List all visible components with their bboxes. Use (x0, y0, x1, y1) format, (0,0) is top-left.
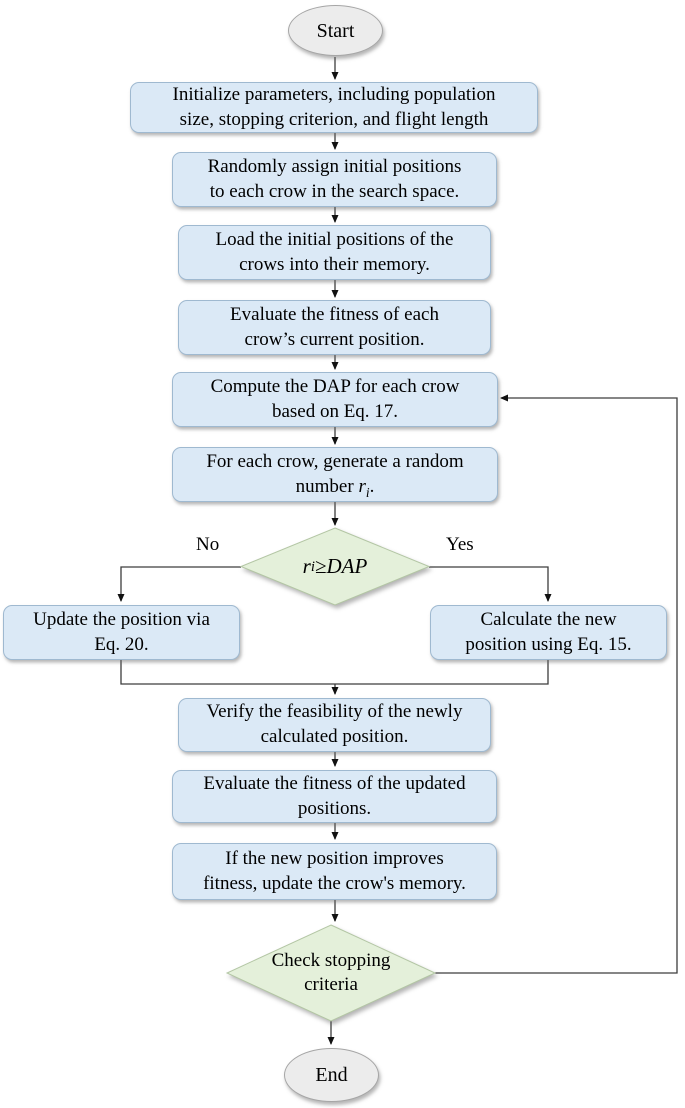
process-update-position-eq20: Update the position via Eq. 20. (3, 605, 240, 660)
end-node: End (284, 1048, 379, 1102)
edge-decision-yes (429, 566, 552, 602)
process-load-memory-label: Load the initial positions of the crows … (215, 228, 454, 275)
process-calculate-position-eq15: Calculate the new position using Eq. 15. (430, 605, 667, 660)
process-update-position-eq20-label: Update the position via Eq. 20. (33, 608, 210, 655)
process-generate-random-number: For each crow, generate a random number … (172, 447, 498, 502)
process-initialize-parameters: Initialize parameters, including populat… (130, 82, 538, 133)
process-initialize-parameters-label: Initialize parameters, including populat… (172, 83, 496, 130)
edge-label-yes: Yes (446, 534, 474, 555)
decision-ri-dap-shape (239, 527, 431, 606)
decision-check-stop-label: Check stopping criteria (271, 950, 391, 995)
process-load-memory: Load the initial positions of the crows … (178, 225, 491, 280)
process-evaluate-updated-fitness-label: Evaluate the fitness of the updated posi… (203, 772, 466, 819)
process-compute-dap: Compute the DAP for each crow based on E… (172, 372, 498, 427)
edge-merge (120, 660, 549, 685)
process-compute-dap-label: Compute the DAP for each crow based on E… (210, 375, 460, 422)
edge-label-no: No (196, 534, 220, 555)
process-update-crow-memory: If the new position improves fitness, up… (172, 843, 497, 900)
process-assign-initial-positions-label: Randomly assign initial positions to eac… (207, 155, 462, 202)
process-assign-initial-positions: Randomly assign initial positions to eac… (172, 152, 497, 207)
edge-loop-back (435, 394, 678, 974)
process-evaluate-updated-fitness: Evaluate the fitness of the updated posi… (172, 770, 497, 823)
start-node: Start (288, 5, 383, 56)
end-label: End (315, 1064, 348, 1086)
process-evaluate-fitness: Evaluate the fitness of each crow’s curr… (178, 300, 491, 355)
process-calculate-position-eq15-label: Calculate the new position using Eq. 15. (465, 608, 632, 655)
start-label: Start (316, 19, 355, 42)
process-evaluate-fitness-label: Evaluate the fitness of each crow’s curr… (230, 303, 439, 350)
process-verify-feasibility: Verify the feasibility of the newly calc… (178, 698, 491, 752)
process-update-crow-memory-label: If the new position improves fitness, up… (203, 847, 466, 894)
process-verify-feasibility-label: Verify the feasibility of the newly calc… (206, 701, 463, 747)
process-generate-random-number-label: For each crow, generate a random number … (206, 450, 464, 500)
decision-check-stop-shape (225, 924, 437, 1022)
edge-decision-no (117, 566, 241, 602)
